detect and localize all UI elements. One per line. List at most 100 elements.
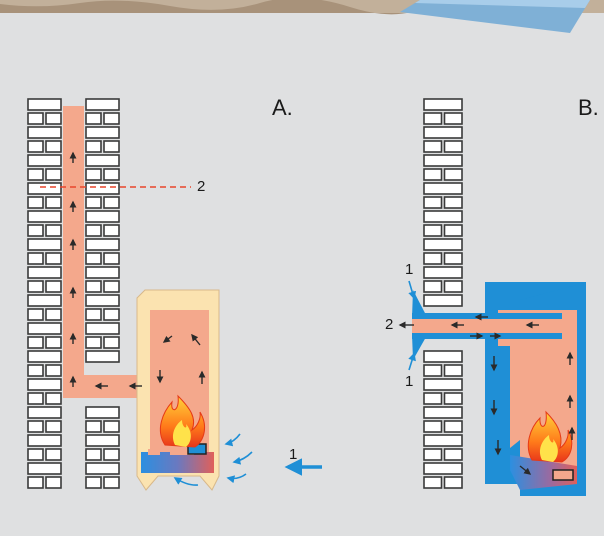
brick: [85, 294, 120, 307]
brick: [423, 112, 443, 125]
brick: [27, 168, 44, 181]
brick: [27, 266, 62, 279]
brick: [443, 392, 463, 405]
brick: [27, 462, 62, 475]
air-inlet-arrow-icon: [408, 280, 417, 371]
brick: [423, 280, 443, 293]
brick: [45, 280, 62, 293]
brick: [443, 280, 463, 293]
brick: [423, 392, 443, 405]
brick: [423, 462, 463, 475]
brick: [423, 266, 463, 279]
brick: [443, 448, 463, 461]
brick: [45, 252, 62, 265]
brick: [103, 112, 120, 125]
brick: [85, 154, 120, 167]
brick: [85, 336, 102, 349]
brick: [423, 238, 463, 251]
brick: [85, 308, 102, 321]
stove-a: [136, 289, 220, 491]
brick: [423, 364, 443, 377]
flow-arrows-a: [69, 151, 206, 390]
brick: [27, 154, 62, 167]
brick: [27, 224, 44, 237]
brick: [85, 238, 120, 251]
brick: [423, 140, 443, 153]
brick: [443, 476, 463, 489]
brick: [103, 140, 120, 153]
brick-column-b: [423, 98, 463, 489]
brick-column-a-right: [85, 98, 120, 489]
brick: [85, 252, 102, 265]
brick: [443, 196, 463, 209]
brick: [103, 336, 120, 349]
brick: [423, 294, 463, 307]
brick: [85, 224, 102, 237]
flame-icon: [527, 410, 573, 463]
label-inlet-bottom: 1: [405, 373, 414, 390]
brick: [27, 434, 62, 447]
brick: [85, 266, 120, 279]
brick: [45, 392, 62, 405]
brick: [85, 406, 120, 419]
brick: [45, 448, 62, 461]
brick: [103, 420, 120, 433]
brick: [85, 434, 120, 447]
brick: [45, 224, 62, 237]
brick: [45, 476, 62, 489]
brick: [103, 252, 120, 265]
brick: [27, 336, 44, 349]
brick: [423, 350, 463, 363]
brick: [85, 196, 102, 209]
brick: [27, 350, 62, 363]
label-outlet: 2: [385, 316, 394, 333]
brick: [45, 196, 62, 209]
brick: [27, 308, 44, 321]
brick: [423, 126, 463, 139]
brick: [85, 98, 120, 111]
brick: [85, 322, 120, 335]
brick: [27, 294, 62, 307]
brick: [27, 210, 62, 223]
brick: [27, 112, 44, 125]
brick: [443, 252, 463, 265]
brick: [45, 364, 62, 377]
brick: [27, 252, 44, 265]
brick: [423, 196, 443, 209]
brick: [443, 364, 463, 377]
brick: [85, 182, 120, 195]
brick: [443, 224, 463, 237]
brick: [45, 308, 62, 321]
brick: [27, 364, 44, 377]
brick: [85, 126, 120, 139]
brick: [27, 238, 62, 251]
brick: [45, 420, 62, 433]
brick: [85, 210, 120, 223]
brick: [423, 420, 443, 433]
flame-icon: [159, 394, 206, 448]
brick: [103, 448, 120, 461]
brick: [103, 308, 120, 321]
brick: [423, 378, 463, 391]
brick: [423, 182, 463, 195]
flow-arrows-b: [398, 313, 576, 475]
brick: [27, 420, 44, 433]
brick: [443, 420, 463, 433]
brick: [423, 406, 463, 419]
brick-column-a-left: [27, 98, 62, 489]
brick: [27, 196, 44, 209]
brick: [423, 154, 463, 167]
panel-a-title: A.: [272, 95, 293, 120]
brick: [85, 448, 102, 461]
brick: [27, 476, 44, 489]
photo-strip: [0, 0, 604, 33]
brick: [27, 392, 44, 405]
brick: [85, 140, 102, 153]
brick: [103, 280, 120, 293]
label-inlet-top: 1: [405, 261, 414, 278]
brick: [423, 448, 443, 461]
brick: [85, 476, 102, 489]
brick: [103, 168, 120, 181]
brick: [423, 210, 463, 223]
